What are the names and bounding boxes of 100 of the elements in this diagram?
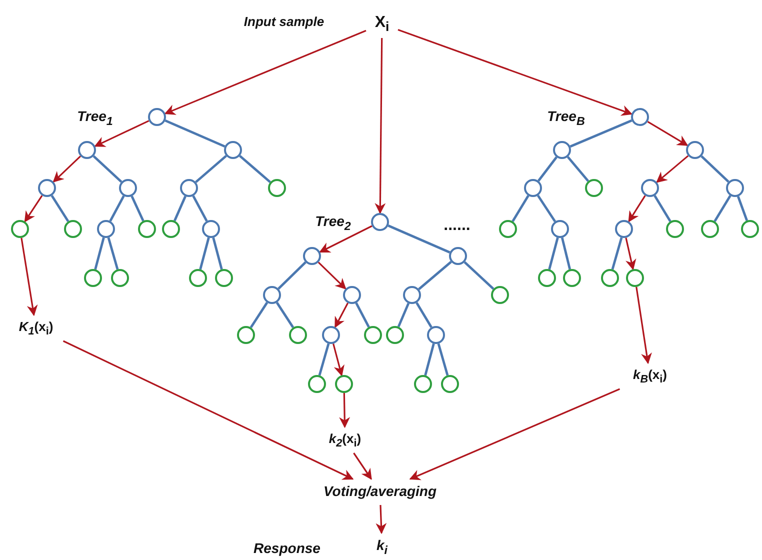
split-node <box>202 220 220 238</box>
output-text: k$_{B}$(x$_{i}$) <box>621 366 679 386</box>
split-node <box>263 286 281 304</box>
leaf-node <box>189 269 207 287</box>
caption-text: Input sample <box>242 13 326 31</box>
tree-branch <box>278 261 306 290</box>
tree-branch <box>92 155 122 183</box>
leaf-node <box>111 269 129 287</box>
leaf-node <box>538 269 556 287</box>
arrow <box>409 388 620 480</box>
split-node <box>524 179 542 197</box>
leaf-node <box>335 375 353 393</box>
output-text: K$_{1}$(x$_{i}$) <box>7 318 65 338</box>
split-node <box>371 213 389 231</box>
leaf-node <box>289 326 307 344</box>
split-node <box>180 179 198 197</box>
tree-branch <box>397 302 410 328</box>
leaf-node <box>491 286 509 304</box>
tree-branch <box>130 196 144 222</box>
tree-branch <box>250 302 268 328</box>
arrow <box>24 195 43 222</box>
leaf-node <box>563 269 581 287</box>
leaf-node <box>162 220 180 238</box>
arrow <box>332 344 344 376</box>
tree-label: Tree$_{B}$ <box>546 107 586 127</box>
split-node <box>641 179 659 197</box>
tree-branch <box>164 119 226 148</box>
leaf-node <box>215 269 233 287</box>
arrow <box>374 38 386 214</box>
tree-label: Tree$_{2}$ <box>314 212 352 232</box>
tree-branch <box>199 237 210 270</box>
arrow <box>376 504 387 534</box>
split-node <box>631 108 649 126</box>
leaf-node <box>364 326 382 344</box>
split-node <box>726 179 744 197</box>
tree-branch <box>736 196 748 221</box>
tree-branch <box>276 302 294 328</box>
split-node <box>449 247 467 265</box>
tree-branch <box>654 195 672 222</box>
arrow <box>625 238 636 270</box>
leaf-node <box>666 220 684 238</box>
tree-branch <box>109 195 125 222</box>
tree-branch <box>418 260 452 290</box>
arrow <box>628 195 646 222</box>
leaf-node <box>499 220 517 238</box>
output-text: Voting/averaging <box>314 482 446 502</box>
leaf-node <box>741 220 759 238</box>
tree-branch <box>416 302 432 328</box>
tree-branch <box>239 154 271 184</box>
split-node <box>427 326 445 344</box>
split-node <box>78 141 96 159</box>
tree-branch <box>538 156 558 182</box>
tree-branch <box>566 156 590 182</box>
output-text: X$_{i}$ <box>369 13 395 35</box>
split-node <box>303 247 321 265</box>
leaf-node <box>237 326 255 344</box>
tree-branch <box>437 343 449 376</box>
leaf-node <box>84 269 102 287</box>
tree-branch <box>548 237 559 270</box>
tree-branch <box>94 237 105 270</box>
split-node <box>224 141 242 159</box>
split-node <box>97 220 115 238</box>
tree-branch <box>570 119 632 148</box>
arrow <box>164 30 366 115</box>
arrow <box>334 302 349 328</box>
arrow <box>656 155 689 183</box>
arrow <box>319 225 372 253</box>
tree-branch <box>318 343 330 376</box>
tree-branch <box>536 194 556 222</box>
arrow <box>398 29 633 116</box>
tree-branch <box>560 237 572 270</box>
tree-branch <box>212 237 223 270</box>
tree-branch <box>355 302 370 328</box>
tree-branch <box>174 196 186 222</box>
ellipsis-text: ...... <box>442 216 472 232</box>
leaf-node <box>386 326 404 344</box>
arrow <box>94 120 150 147</box>
arrow <box>62 340 354 480</box>
tree-branch <box>512 195 530 222</box>
tree-branch <box>611 237 623 270</box>
leaf-node <box>626 269 644 287</box>
output-text: k$_{i}$ <box>370 536 394 556</box>
arrow <box>636 286 652 364</box>
tree-branch <box>388 224 450 254</box>
arrow <box>318 262 346 290</box>
leaf-node <box>585 179 603 197</box>
tree-branch <box>195 154 227 184</box>
tree-branch <box>700 155 730 183</box>
tree-branch <box>107 237 119 270</box>
leaf-node <box>441 375 459 393</box>
tree-branch <box>464 261 494 290</box>
leaf-node <box>414 375 432 393</box>
split-node <box>551 220 569 238</box>
split-node <box>148 108 166 126</box>
split-node <box>322 326 340 344</box>
tree-branch <box>192 195 208 222</box>
split-node <box>686 141 704 159</box>
leaf-node <box>308 375 326 393</box>
caption-text: Response <box>252 539 322 557</box>
leaf-node <box>601 269 619 287</box>
